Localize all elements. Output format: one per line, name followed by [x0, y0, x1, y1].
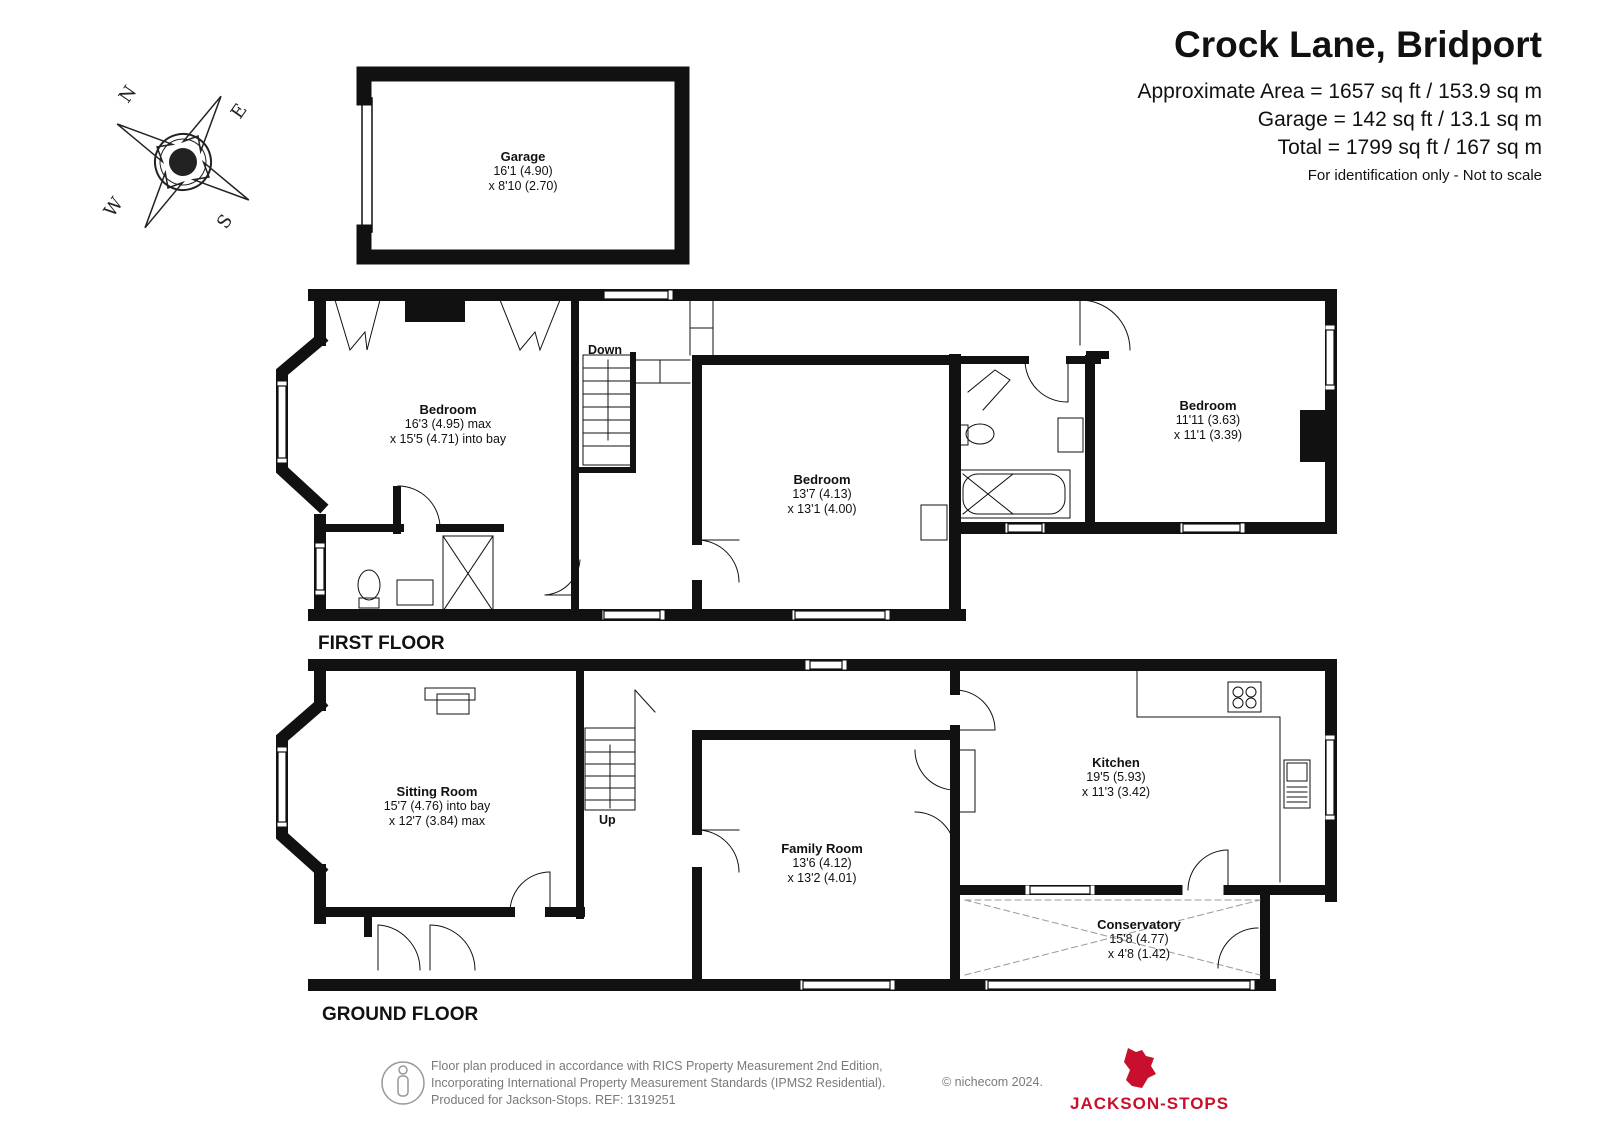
- garage-area: Garage = 142 sq ft / 13.1 sq m: [1257, 108, 1542, 131]
- compass-rose: [116, 95, 250, 229]
- room-name: Bedroom: [793, 472, 851, 487]
- first-floor-walls: [276, 289, 1337, 621]
- room-bedroom-1: Bedroom 16'3 (4.95) max x 15'5 (4.71) in…: [390, 402, 506, 447]
- room-name: Kitchen: [1092, 755, 1140, 770]
- room-dim-1: 15'7 (4.76) into bay: [383, 799, 491, 813]
- room-dim-1: 19'5 (5.93): [1086, 770, 1146, 784]
- first-floor-label: FIRST FLOOR: [318, 633, 445, 654]
- measurement-standard-icon: [381, 1061, 425, 1105]
- footer-line-3: Produced for Jackson-Stops. REF: 1319251: [431, 1093, 676, 1107]
- room-dim-1: 16'1 (4.90): [493, 164, 553, 178]
- brand-name: JACKSON-STOPS: [1070, 1094, 1230, 1113]
- room-kitchen: Kitchen 19'5 (5.93) x 11'3 (3.42): [1082, 755, 1150, 800]
- room-sitting-room: Sitting Room 15'7 (4.76) into bay x 12'7…: [384, 784, 491, 829]
- room-conservatory: Conservatory 15'8 (4.77) x 4'8 (1.42): [1097, 917, 1181, 962]
- garage-walls: [356, 66, 690, 265]
- room-bedroom-3: Bedroom 11'11 (3.63) x 11'1 (3.39): [1174, 398, 1242, 443]
- room-dim-2: x 4'8 (1.42): [1107, 947, 1171, 961]
- page-title: Crock Lane, Bridport: [1174, 24, 1542, 65]
- room-name: Bedroom: [419, 402, 477, 417]
- room-dim-1: 13'7 (4.13): [792, 487, 852, 501]
- room-name: Garage: [500, 149, 546, 164]
- room-dim-1: 15'8 (4.77): [1109, 932, 1169, 946]
- footer-line-1: Floor plan produced in accordance with R…: [431, 1059, 883, 1073]
- room-dim-2: x 11'1 (3.39): [1173, 428, 1243, 442]
- stairs-down-label: Down: [588, 343, 623, 357]
- identification-note: For identification only - Not to scale: [1307, 167, 1542, 184]
- compass-e: E: [227, 100, 252, 123]
- ground-floor-walls: [276, 659, 1337, 991]
- footer-line-2: Incorporating International Property Mea…: [431, 1076, 886, 1090]
- jackson-stops-logo-icon: [1124, 1048, 1156, 1088]
- room-dim-2: x 8'10 (2.70): [488, 179, 558, 193]
- room-garage: Garage 16'1 (4.90) x 8'10 (2.70): [488, 149, 557, 194]
- total-area: Total = 1799 sq ft / 167 sq m: [1277, 136, 1542, 159]
- room-dim-2: x 11'3 (3.42): [1081, 785, 1151, 799]
- stairs-up-label: Up: [599, 813, 616, 827]
- room-name: Family Room: [781, 841, 863, 856]
- compass-w: W: [100, 193, 128, 221]
- room-dim-1: 16'3 (4.95) max: [404, 417, 492, 431]
- room-dim-2: x 12'7 (3.84) max: [388, 814, 486, 828]
- copyright: © nichecom 2024.: [942, 1075, 1043, 1089]
- room-dim-1: 13'6 (4.12): [792, 856, 852, 870]
- footer-disclaimer: Floor plan produced in accordance with R…: [431, 1058, 885, 1109]
- room-dim-2: x 15'5 (4.71) into bay: [389, 432, 507, 446]
- room-dim-2: x 13'2 (4.01): [787, 871, 857, 885]
- approx-area: Approximate Area = 1657 sq ft / 153.9 sq…: [1137, 80, 1543, 103]
- compass-n: N: [115, 82, 141, 107]
- room-name: Conservatory: [1097, 917, 1181, 932]
- room-dim-2: x 13'1 (4.00): [787, 502, 857, 516]
- room-dim-1: 11'11 (3.63): [1175, 413, 1241, 427]
- room-name: Bedroom: [1179, 398, 1237, 413]
- room-family-room: Family Room 13'6 (4.12) x 13'2 (4.01): [781, 841, 863, 886]
- ground-floor-label: GROUND FLOOR: [322, 1004, 479, 1025]
- compass-s: S: [213, 211, 237, 233]
- room-name: Sitting Room: [396, 784, 478, 799]
- room-bedroom-2: Bedroom 13'7 (4.13) x 13'1 (4.00): [787, 472, 856, 517]
